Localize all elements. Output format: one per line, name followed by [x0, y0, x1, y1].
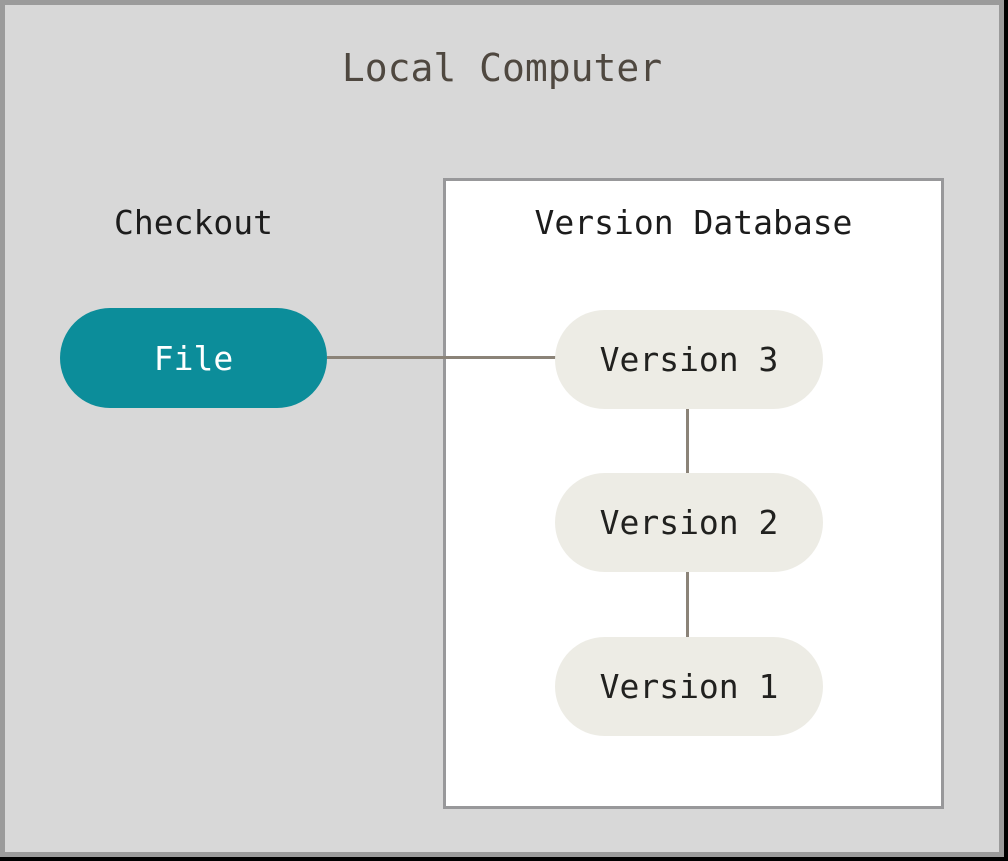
connector-version3-to-version2 [686, 407, 689, 475]
connector-file-to-version3 [327, 356, 557, 359]
file-node: File [60, 308, 327, 408]
connector-version2-to-version1 [686, 570, 689, 639]
version-database-title: Version Database [534, 203, 853, 242]
checkout-label: Checkout [114, 203, 273, 242]
version-node-1: Version 1 [555, 637, 823, 736]
version-node-3: Version 3 [555, 310, 823, 409]
diagram-title: Local Computer [341, 46, 663, 90]
version-node-2: Version 2 [555, 473, 823, 572]
